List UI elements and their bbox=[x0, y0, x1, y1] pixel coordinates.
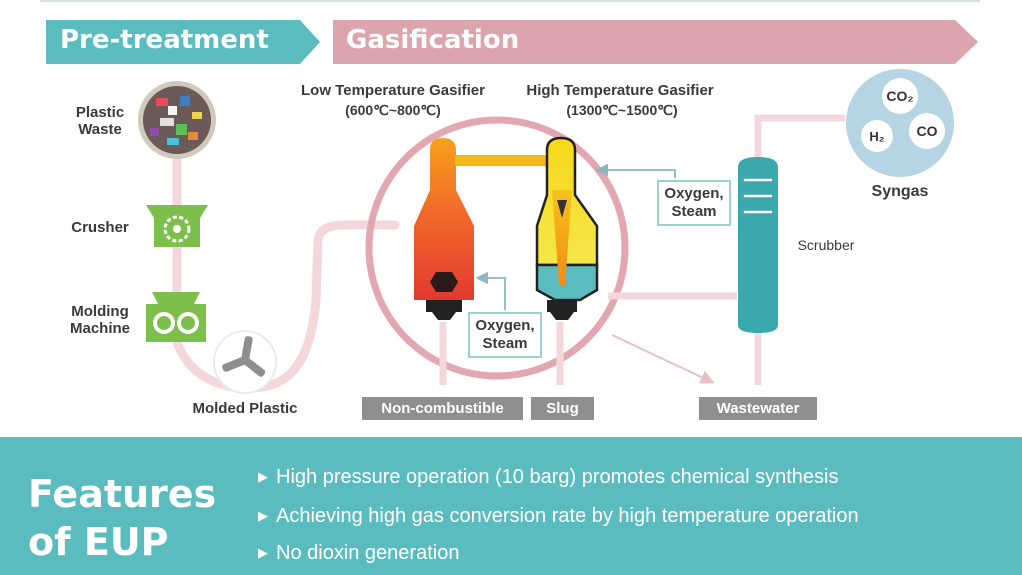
pretreatment-label: Pre-treatment bbox=[60, 25, 269, 55]
gasification-label: Gasification bbox=[346, 25, 520, 55]
molding-machine-icon bbox=[146, 292, 206, 342]
non-combustible-tag: Non-combustible bbox=[362, 397, 523, 420]
pretreatment-banner bbox=[46, 20, 320, 64]
plastic-waste-image bbox=[138, 81, 216, 159]
plastic-waste-label: Plastic Waste bbox=[75, 104, 125, 138]
bullet-triangle-icon: ▶ bbox=[258, 469, 268, 484]
features-title: Features of EUP bbox=[28, 472, 217, 564]
high-gasifier-range: (1300℃~1500℃) bbox=[566, 102, 678, 118]
connecting-pipe bbox=[455, 155, 547, 166]
molded-plastic-icon bbox=[213, 330, 277, 394]
feature-item: ▶Achieving high gas conversion rate by h… bbox=[258, 505, 859, 527]
molded-plastic-label: Molded Plastic bbox=[192, 400, 298, 417]
oxygen-steam-box-lower: Oxygen, Steam bbox=[468, 312, 542, 358]
scrubber-label: Scrubber bbox=[797, 237, 855, 253]
gasification-banner bbox=[333, 20, 978, 64]
co2-molecule: CO₂ bbox=[886, 88, 913, 104]
oxygen-steam-arrow-1 bbox=[595, 163, 676, 178]
high-temperature-gasifier bbox=[535, 136, 599, 320]
output-pipes bbox=[439, 114, 845, 385]
oxygen-steam-arrow-2 bbox=[475, 271, 506, 310]
crusher-label: Crusher bbox=[71, 219, 129, 236]
syngas-label: Syngas bbox=[871, 183, 929, 200]
pretreatment-flow bbox=[172, 155, 400, 393]
oxygen-steam-box-upper: Oxygen, Steam bbox=[657, 180, 731, 226]
h2-molecule: H₂ bbox=[869, 129, 884, 144]
bullet-triangle-icon: ▶ bbox=[258, 545, 268, 560]
wastewater-tag: Wastewater bbox=[699, 397, 817, 420]
high-gasifier-title: High Temperature Gasifier bbox=[526, 82, 714, 99]
scrubber-tower bbox=[738, 157, 778, 333]
syngas-cloud bbox=[846, 69, 954, 177]
low-gasifier-range: (600℃~800℃) bbox=[345, 102, 441, 118]
low-temperature-gasifier bbox=[414, 138, 474, 320]
feature-item: ▶No dioxin generation bbox=[258, 542, 460, 564]
co-molecule: CO bbox=[917, 123, 938, 139]
features-panel bbox=[0, 437, 1022, 575]
feature-item: ▶High pressure operation (10 barg) promo… bbox=[258, 466, 839, 488]
gasifier-circle bbox=[365, 116, 629, 380]
molding-machine-label: Molding Machine bbox=[69, 303, 130, 337]
low-gasifier-title: Low Temperature Gasifier bbox=[301, 82, 485, 99]
bullet-triangle-icon: ▶ bbox=[258, 508, 268, 523]
slug-tag: Slug bbox=[531, 397, 594, 420]
crusher-icon bbox=[146, 205, 208, 247]
